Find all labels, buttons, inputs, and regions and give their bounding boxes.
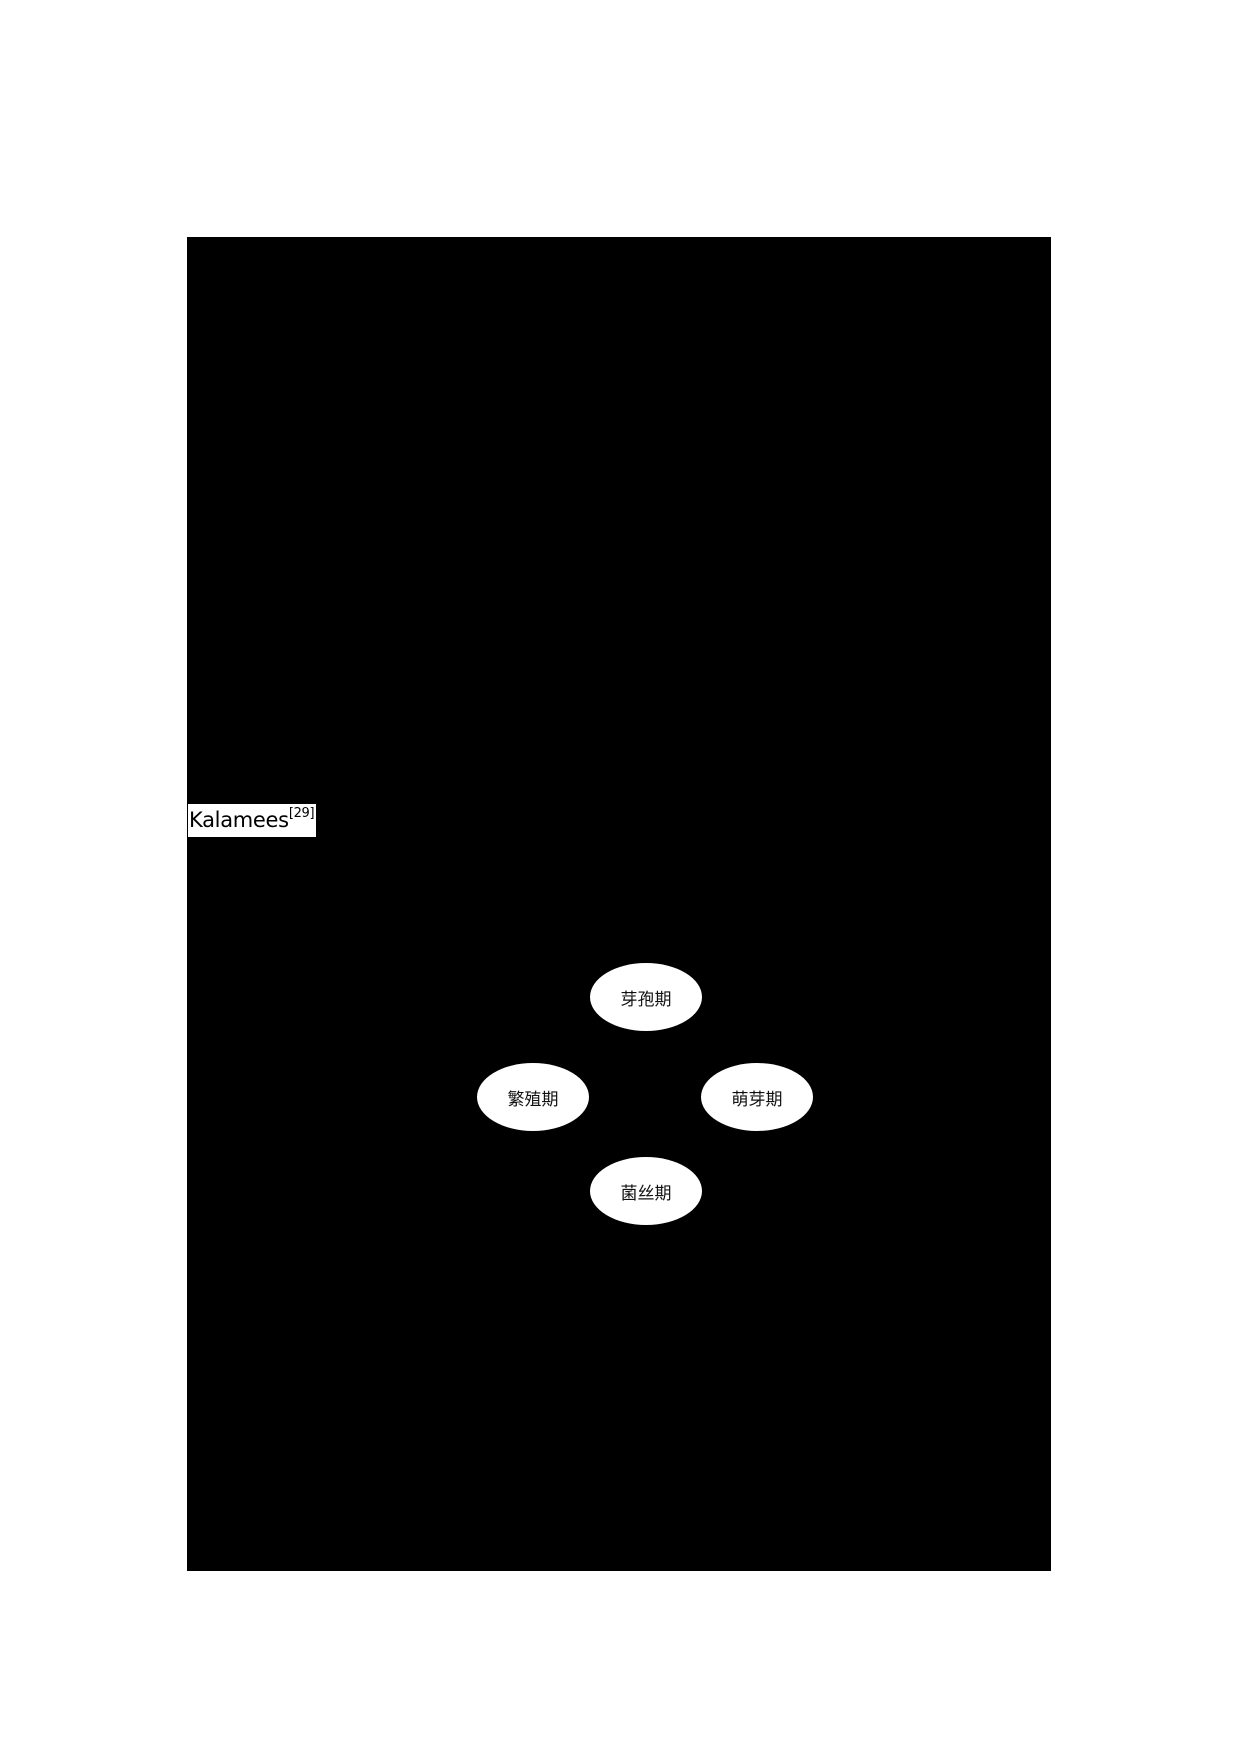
diagram-node-label: 繁殖期 [507, 1089, 559, 1110]
diagram-node-reproduction-stage: 繁殖期 [477, 1063, 589, 1131]
diagram-node-mycelium-stage: 菌丝期 [590, 1157, 702, 1225]
diagram-node-germination-stage: 萌芽期 [701, 1063, 813, 1131]
citation-author: Kalamees [189, 808, 289, 832]
citation-label: Kalamees[29] [188, 804, 317, 837]
diagram-node-spore-stage: 芽孢期 [590, 963, 702, 1031]
diagram-node-label: 萌芽期 [731, 1089, 783, 1110]
diagram-node-label: 菌丝期 [620, 1183, 672, 1204]
citation-reference: [29] [288, 806, 315, 821]
redacted-content-block [187, 237, 1051, 1571]
diagram-node-label: 芽孢期 [620, 989, 672, 1010]
